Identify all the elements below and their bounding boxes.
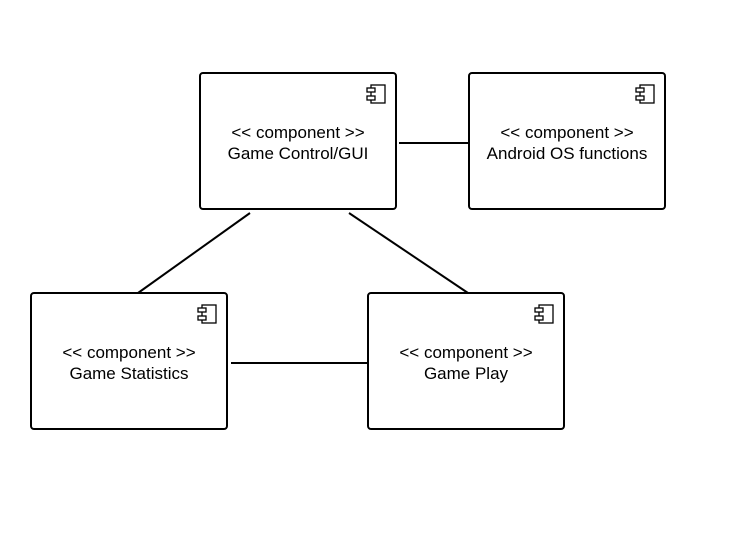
component-stereotype: << component >>: [399, 343, 533, 362]
component-name: Game Play: [423, 364, 509, 383]
component-name: Android OS functions: [486, 144, 648, 163]
component-icon: [197, 304, 217, 324]
component-icon: [635, 84, 655, 104]
component-game-play[interactable]: << component >> Game Play: [367, 292, 565, 430]
component-label: << component >> Game Play: [369, 342, 563, 384]
component-stereotype: << component >>: [500, 123, 634, 142]
component-game-control-gui[interactable]: << component >> Game Control/GUI: [199, 72, 397, 210]
connector-gui-statistics: [137, 212, 251, 294]
component-name: Game Control/GUI: [227, 144, 369, 163]
component-label: << component >> Android OS functions: [470, 122, 664, 164]
component-icon: [366, 84, 386, 104]
component-name: Game Statistics: [69, 364, 189, 383]
component-label: << component >> Game Control/GUI: [201, 122, 395, 164]
component-game-statistics[interactable]: << component >> Game Statistics: [30, 292, 228, 430]
component-icon: [534, 304, 554, 324]
component-stereotype: << component >>: [231, 123, 365, 142]
component-label: << component >> Game Statistics: [32, 342, 226, 384]
component-stereotype: << component >>: [62, 343, 196, 362]
connector-gui-gameplay: [348, 212, 469, 294]
component-android-os-functions[interactable]: << component >> Android OS functions: [468, 72, 666, 210]
